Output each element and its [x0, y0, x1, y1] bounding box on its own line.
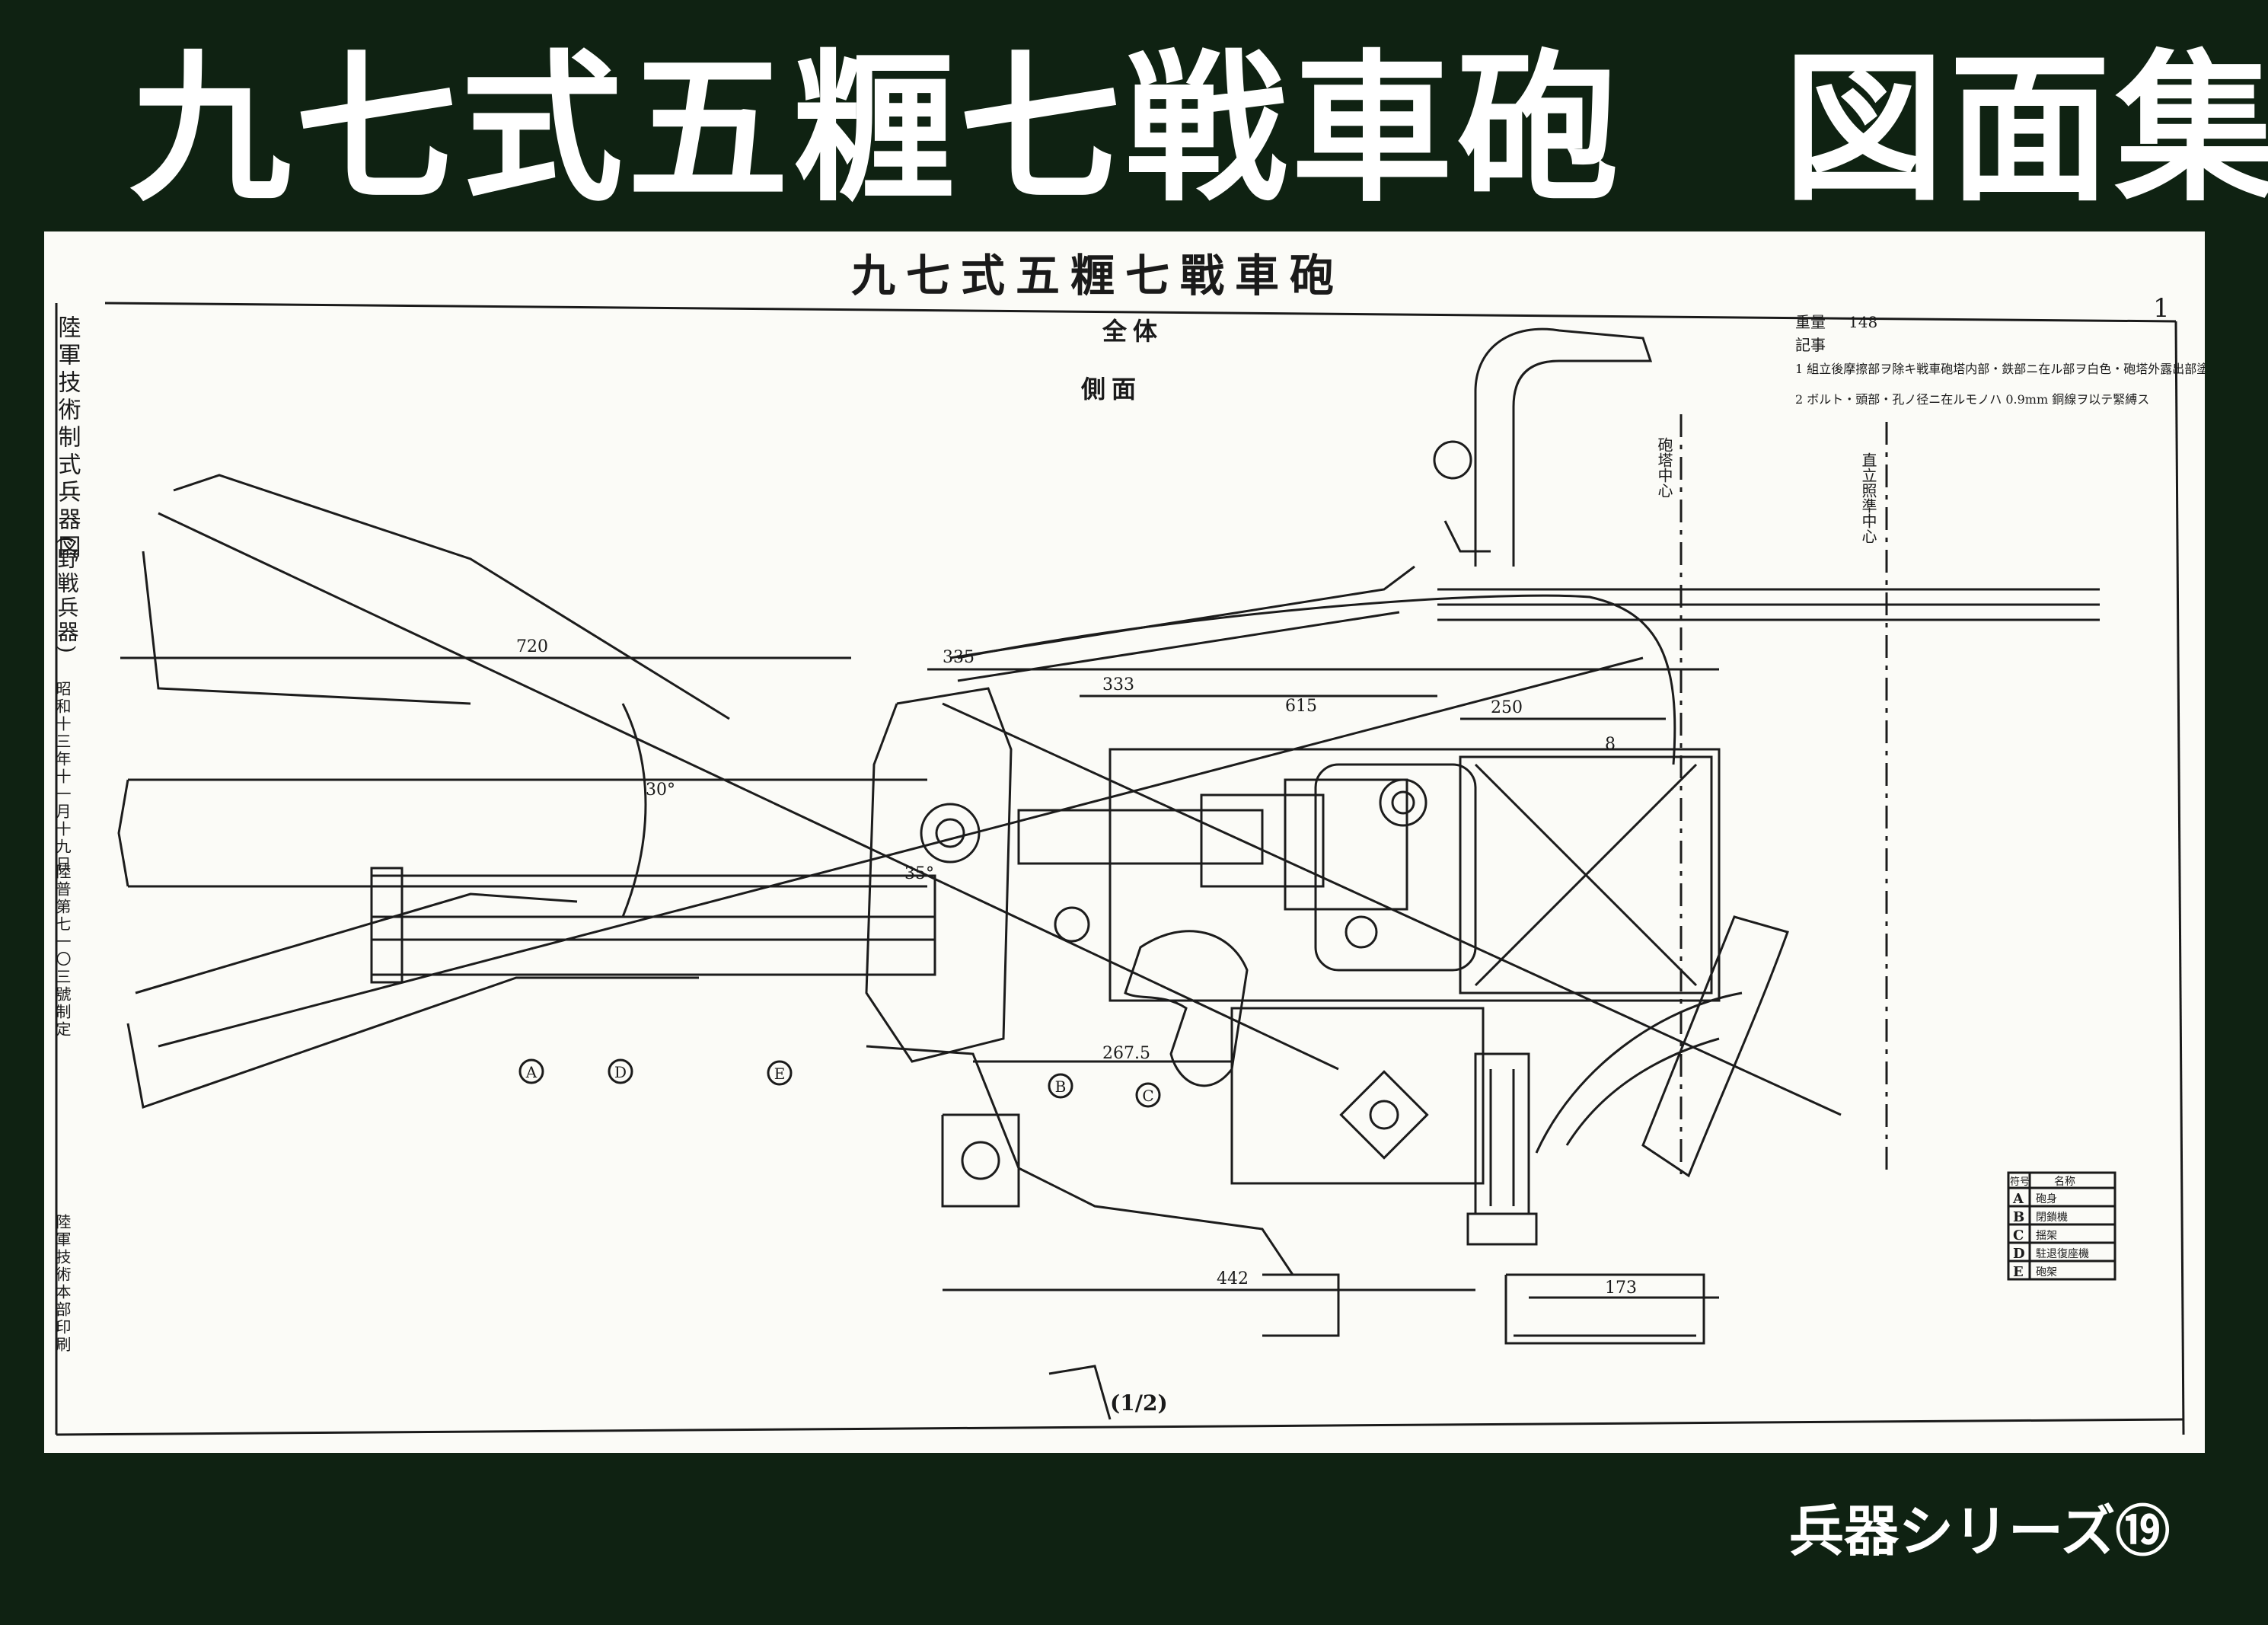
dim-label: 720 — [516, 637, 548, 656]
note-2: 2 ボルト・頭部・孔ノ径ニ在ルモノハ 0.9mm 銅線ヲ以テ緊縛ス — [1795, 392, 2149, 407]
dim-label: 267.5 — [1102, 1044, 1150, 1063]
weight-label: 重量 — [1795, 313, 1826, 331]
part-marker-a: A — [518, 1058, 544, 1084]
svg-text:D: D — [614, 1063, 627, 1081]
dim-label: 333 — [1102, 675, 1134, 694]
view-label: 全体 — [1102, 317, 1163, 346]
part-markers: A D E B C — [518, 1058, 1161, 1108]
svg-text:B: B — [1055, 1077, 1067, 1096]
cover-title-main: 九七式五糎七戦車砲 — [129, 35, 1623, 223]
centerline-label-sight: 直立照準中心 — [1859, 452, 1877, 544]
left-margin: 陸軍技術制式兵器図 (野戦兵器) 昭和十三年十一月十九日 陸普第七一〇三號制定 … — [53, 315, 81, 1354]
series-label: 兵器シリーズ⑲ — [1789, 1499, 2171, 1563]
drawing-title: 九七式五糎七戰車砲 — [851, 250, 1345, 302]
parts-table-header-code: 符号 — [2010, 1176, 2030, 1188]
margin-left-date: 昭和十三年十一月十九日 — [53, 681, 72, 873]
parts-table-header-name: 名称 — [2054, 1176, 2075, 1188]
svg-text:E: E — [774, 1065, 786, 1083]
part-marker-b: B — [1048, 1073, 1073, 1099]
svg-text:C: C — [1142, 1087, 1153, 1105]
dim-label: 250 — [1491, 698, 1523, 717]
parts-table-row-name: 揺架 — [2036, 1230, 2057, 1242]
cover-title-sub: 図面集 — [1783, 35, 2268, 223]
parts-table-row-name: 砲架 — [2036, 1266, 2057, 1279]
drawing-frame — [55, 302, 2185, 1436]
dim-label: 30° — [646, 781, 675, 800]
margin-left-title: 陸軍技術制式兵器図 — [54, 315, 81, 562]
margin-left-class: (野戦兵器) — [55, 536, 80, 656]
parts-table-row-name: 駐退復座機 — [2036, 1247, 2089, 1260]
note-1: 1 組立後摩擦部ヲ除キ戦車砲塔内部・鉄部ニ在ル部ヲ白色・砲塔外露出部塗装色ニ塗装… — [1795, 362, 2205, 376]
part-marker-e: E — [767, 1060, 793, 1086]
centerline-label-turret: 砲塔中心 — [1655, 437, 1673, 498]
part-marker-d: D — [608, 1058, 633, 1084]
parts-table-row-code: C — [2013, 1228, 2024, 1243]
part-marker-c: C — [1135, 1082, 1161, 1108]
dim-label: 335 — [943, 648, 975, 667]
parts-table-row-code: E — [2013, 1264, 2024, 1280]
parts-table-row-code: D — [2013, 1246, 2025, 1262]
cover-title: 九七式五糎七戦車砲図面集 — [129, 42, 2268, 217]
gun-linework — [117, 327, 2100, 1420]
dim-label: 173 — [1605, 1279, 1637, 1298]
view-sub-label: 側面 — [1080, 375, 1142, 404]
svg-text:A: A — [525, 1063, 537, 1081]
drawing-notes: 重量 148 記事 1 組立後摩擦部ヲ除キ戦車砲塔内部・鉄部ニ在ル部ヲ白色・砲塔… — [1795, 313, 2205, 407]
dim-label: 8 — [1605, 735, 1616, 754]
weight-value: 148 — [1849, 313, 1877, 331]
blueprint-drawing: 九七式五糎七戰車砲 1 陸軍技術制式兵器図 (野戦兵器) 昭和十三年十一月十九日… — [53, 250, 2205, 1436]
parts-table: 符号 名称 A 砲身 B 閉鎖機 C 揺架 D 駐退復座機 E 砲架 — [2007, 1171, 2116, 1281]
sheet-number: 1 — [2153, 293, 2170, 324]
drawing-scale: (1/2) — [1110, 1390, 1168, 1416]
blueprint-sheet: 九七式五糎七戰車砲 1 陸軍技術制式兵器図 (野戦兵器) 昭和十三年十一月十九日… — [44, 231, 2205, 1453]
margin-bottom-text: 陸軍技術本部印刷 — [53, 1214, 72, 1354]
parts-table-row-code: A — [2012, 1191, 2024, 1207]
dim-label: 615 — [1285, 697, 1317, 716]
dim-label: 442 — [1217, 1269, 1249, 1288]
note-header: 記事 — [1795, 336, 1826, 354]
dimension-labels: 720 335 333 615 250 267.5 442 173 8 30° … — [516, 637, 1637, 1298]
parts-table-row-name: 閉鎖機 — [2036, 1212, 2068, 1224]
parts-table-row-code: B — [2013, 1209, 2024, 1225]
parts-table-row-name: 砲身 — [2036, 1193, 2057, 1205]
dim-label: 35° — [904, 864, 934, 883]
margin-left-ref: 陸普第七一〇三號制定 — [53, 864, 72, 1039]
